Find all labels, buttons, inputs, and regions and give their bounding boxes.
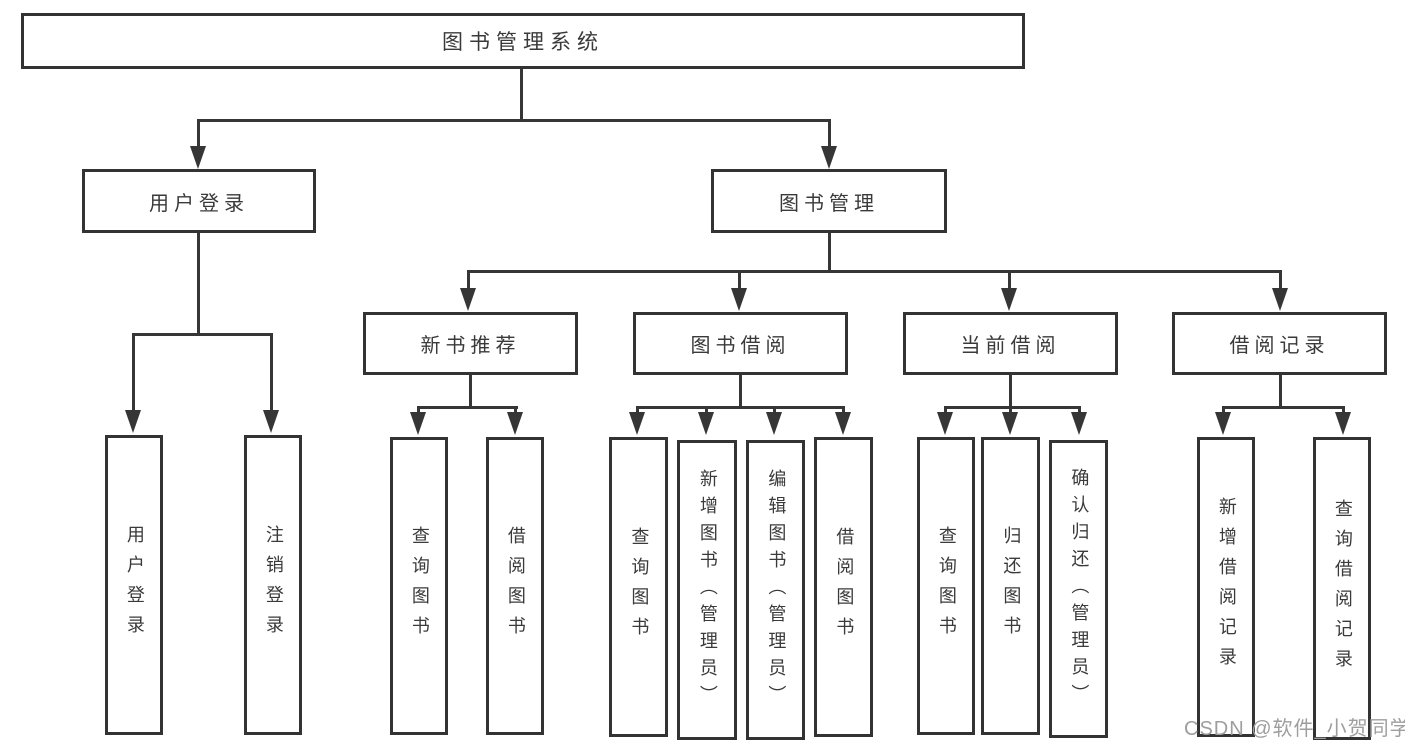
connector-drop	[1078, 406, 1081, 414]
connector-branch	[417, 406, 518, 409]
node-label: 查询借阅记录	[1332, 498, 1353, 679]
node-current-borrowing: 当前借阅	[903, 312, 1118, 375]
connector-drop	[514, 406, 517, 414]
leaf-logout: 注销登录	[244, 435, 302, 735]
leaf-borrow-books-recommend: 借阅图书	[486, 437, 544, 735]
node-label: 查询图书	[409, 526, 430, 646]
arrowhead-down-icon	[1071, 412, 1087, 435]
arrowhead-down-icon	[698, 412, 714, 435]
connector-drop	[773, 406, 776, 414]
node-label: 归还图书	[1001, 526, 1022, 646]
node-label: 借阅图书	[505, 526, 526, 646]
node-book-borrowing: 图书借阅	[633, 312, 848, 375]
node-label: 借阅记录	[1229, 335, 1330, 357]
node-label: 新增图书（管理员）	[697, 468, 718, 712]
leaf-query-borrow-record: 查询借阅记录	[1313, 437, 1371, 740]
arrowhead-down-icon	[460, 288, 476, 311]
node-label: 查询图书	[629, 527, 650, 647]
connector-branch	[636, 406, 845, 409]
leaf-user-login: 用户登录	[105, 435, 163, 735]
connector-level1-branch	[197, 119, 831, 122]
node-label: 当前借阅	[960, 335, 1061, 357]
arrowhead-down-icon	[835, 412, 851, 435]
node-label: 借阅图书	[834, 527, 855, 647]
leaf-borrow-books-borrowing: 借阅图书	[814, 437, 873, 737]
node-library-system: 图书管理系统	[21, 13, 1025, 69]
connector-drop	[1342, 406, 1345, 414]
node-label: 图书管理系统	[442, 31, 604, 54]
node-label: 图书借阅	[690, 335, 791, 357]
leaf-edit-book-admin: 编辑图书（管理员）	[746, 440, 805, 740]
connector-drop	[944, 406, 947, 414]
node-label: 注销登录	[263, 525, 284, 645]
node-label: 用户登录	[149, 192, 249, 215]
arrowhead-down-icon	[629, 412, 645, 435]
node-label: 新增借阅记录	[1216, 497, 1237, 677]
connector-drop	[738, 270, 741, 288]
connector-drop	[842, 406, 845, 414]
connector-stub	[1009, 375, 1012, 409]
connector-drop	[705, 406, 708, 414]
connector-branch	[1222, 406, 1345, 409]
connector-drop	[270, 333, 273, 411]
leaf-query-books-borrowing: 查询图书	[609, 437, 668, 737]
connector-drop	[1222, 406, 1225, 414]
leaf-query-books-recommend: 查询图书	[390, 437, 448, 735]
node-new-book-recommend: 新书推荐	[363, 312, 578, 375]
watermark-text: CSDN @软件_小贺同学	[1184, 718, 1405, 740]
connector-level2-branch	[467, 270, 1281, 273]
leaf-return-books: 归还图书	[981, 437, 1040, 735]
arrowhead-down-icon	[731, 288, 747, 311]
connector-stub	[469, 375, 472, 409]
node-label: 查询图书	[936, 526, 957, 646]
node-label: 确认归还（管理员）	[1069, 467, 1090, 711]
arrowhead-down-icon	[1335, 412, 1351, 435]
connector-stub	[1279, 375, 1282, 409]
arrowhead-down-icon	[507, 412, 523, 435]
leaf-query-books-current: 查询图书	[917, 437, 975, 735]
node-book-management: 图书管理	[711, 169, 947, 233]
connector-root-stub	[520, 69, 523, 121]
connector-branch	[944, 406, 1081, 409]
connector-book-mgmt-stub	[828, 233, 831, 273]
arrowhead-down-icon	[937, 412, 953, 435]
leaf-add-borrow-record: 新增借阅记录	[1197, 437, 1255, 737]
arrowhead-down-icon	[263, 410, 279, 433]
connector-drop	[1279, 270, 1282, 288]
connector-stub	[739, 375, 742, 409]
leaf-confirm-return-admin: 确认归还（管理员）	[1049, 440, 1108, 738]
node-borrowing-records: 借阅记录	[1172, 312, 1387, 375]
connector-user-login-branch	[132, 333, 273, 336]
connector-drop	[467, 270, 470, 288]
connector-drop	[132, 333, 135, 411]
node-label: 编辑图书（管理员）	[766, 468, 787, 712]
leaf-add-book-admin: 新增图书（管理员）	[677, 440, 737, 740]
arrowhead-down-icon	[766, 412, 782, 435]
arrowhead-down-icon	[1215, 412, 1231, 435]
node-label: 用户登录	[124, 525, 145, 645]
arrowhead-down-icon	[1001, 288, 1017, 311]
connector-user-login-stub	[197, 233, 200, 335]
node-label: 图书管理	[779, 192, 879, 215]
connector-drop	[1009, 406, 1012, 414]
arrowhead-down-icon	[1002, 412, 1018, 435]
arrowhead-down-icon	[1272, 288, 1288, 311]
connector-drop	[636, 406, 639, 414]
arrowhead-down-icon	[410, 412, 426, 435]
arrowhead-down-icon	[190, 146, 206, 169]
arrowhead-down-icon	[821, 146, 837, 169]
node-label: 新书推荐	[420, 335, 521, 357]
arrowhead-down-icon	[125, 410, 141, 433]
connector-drop	[1008, 270, 1011, 288]
connector-drop	[417, 406, 420, 414]
connector-drop	[197, 119, 200, 147]
node-user-login: 用户登录	[82, 169, 316, 233]
connector-drop	[828, 119, 831, 147]
